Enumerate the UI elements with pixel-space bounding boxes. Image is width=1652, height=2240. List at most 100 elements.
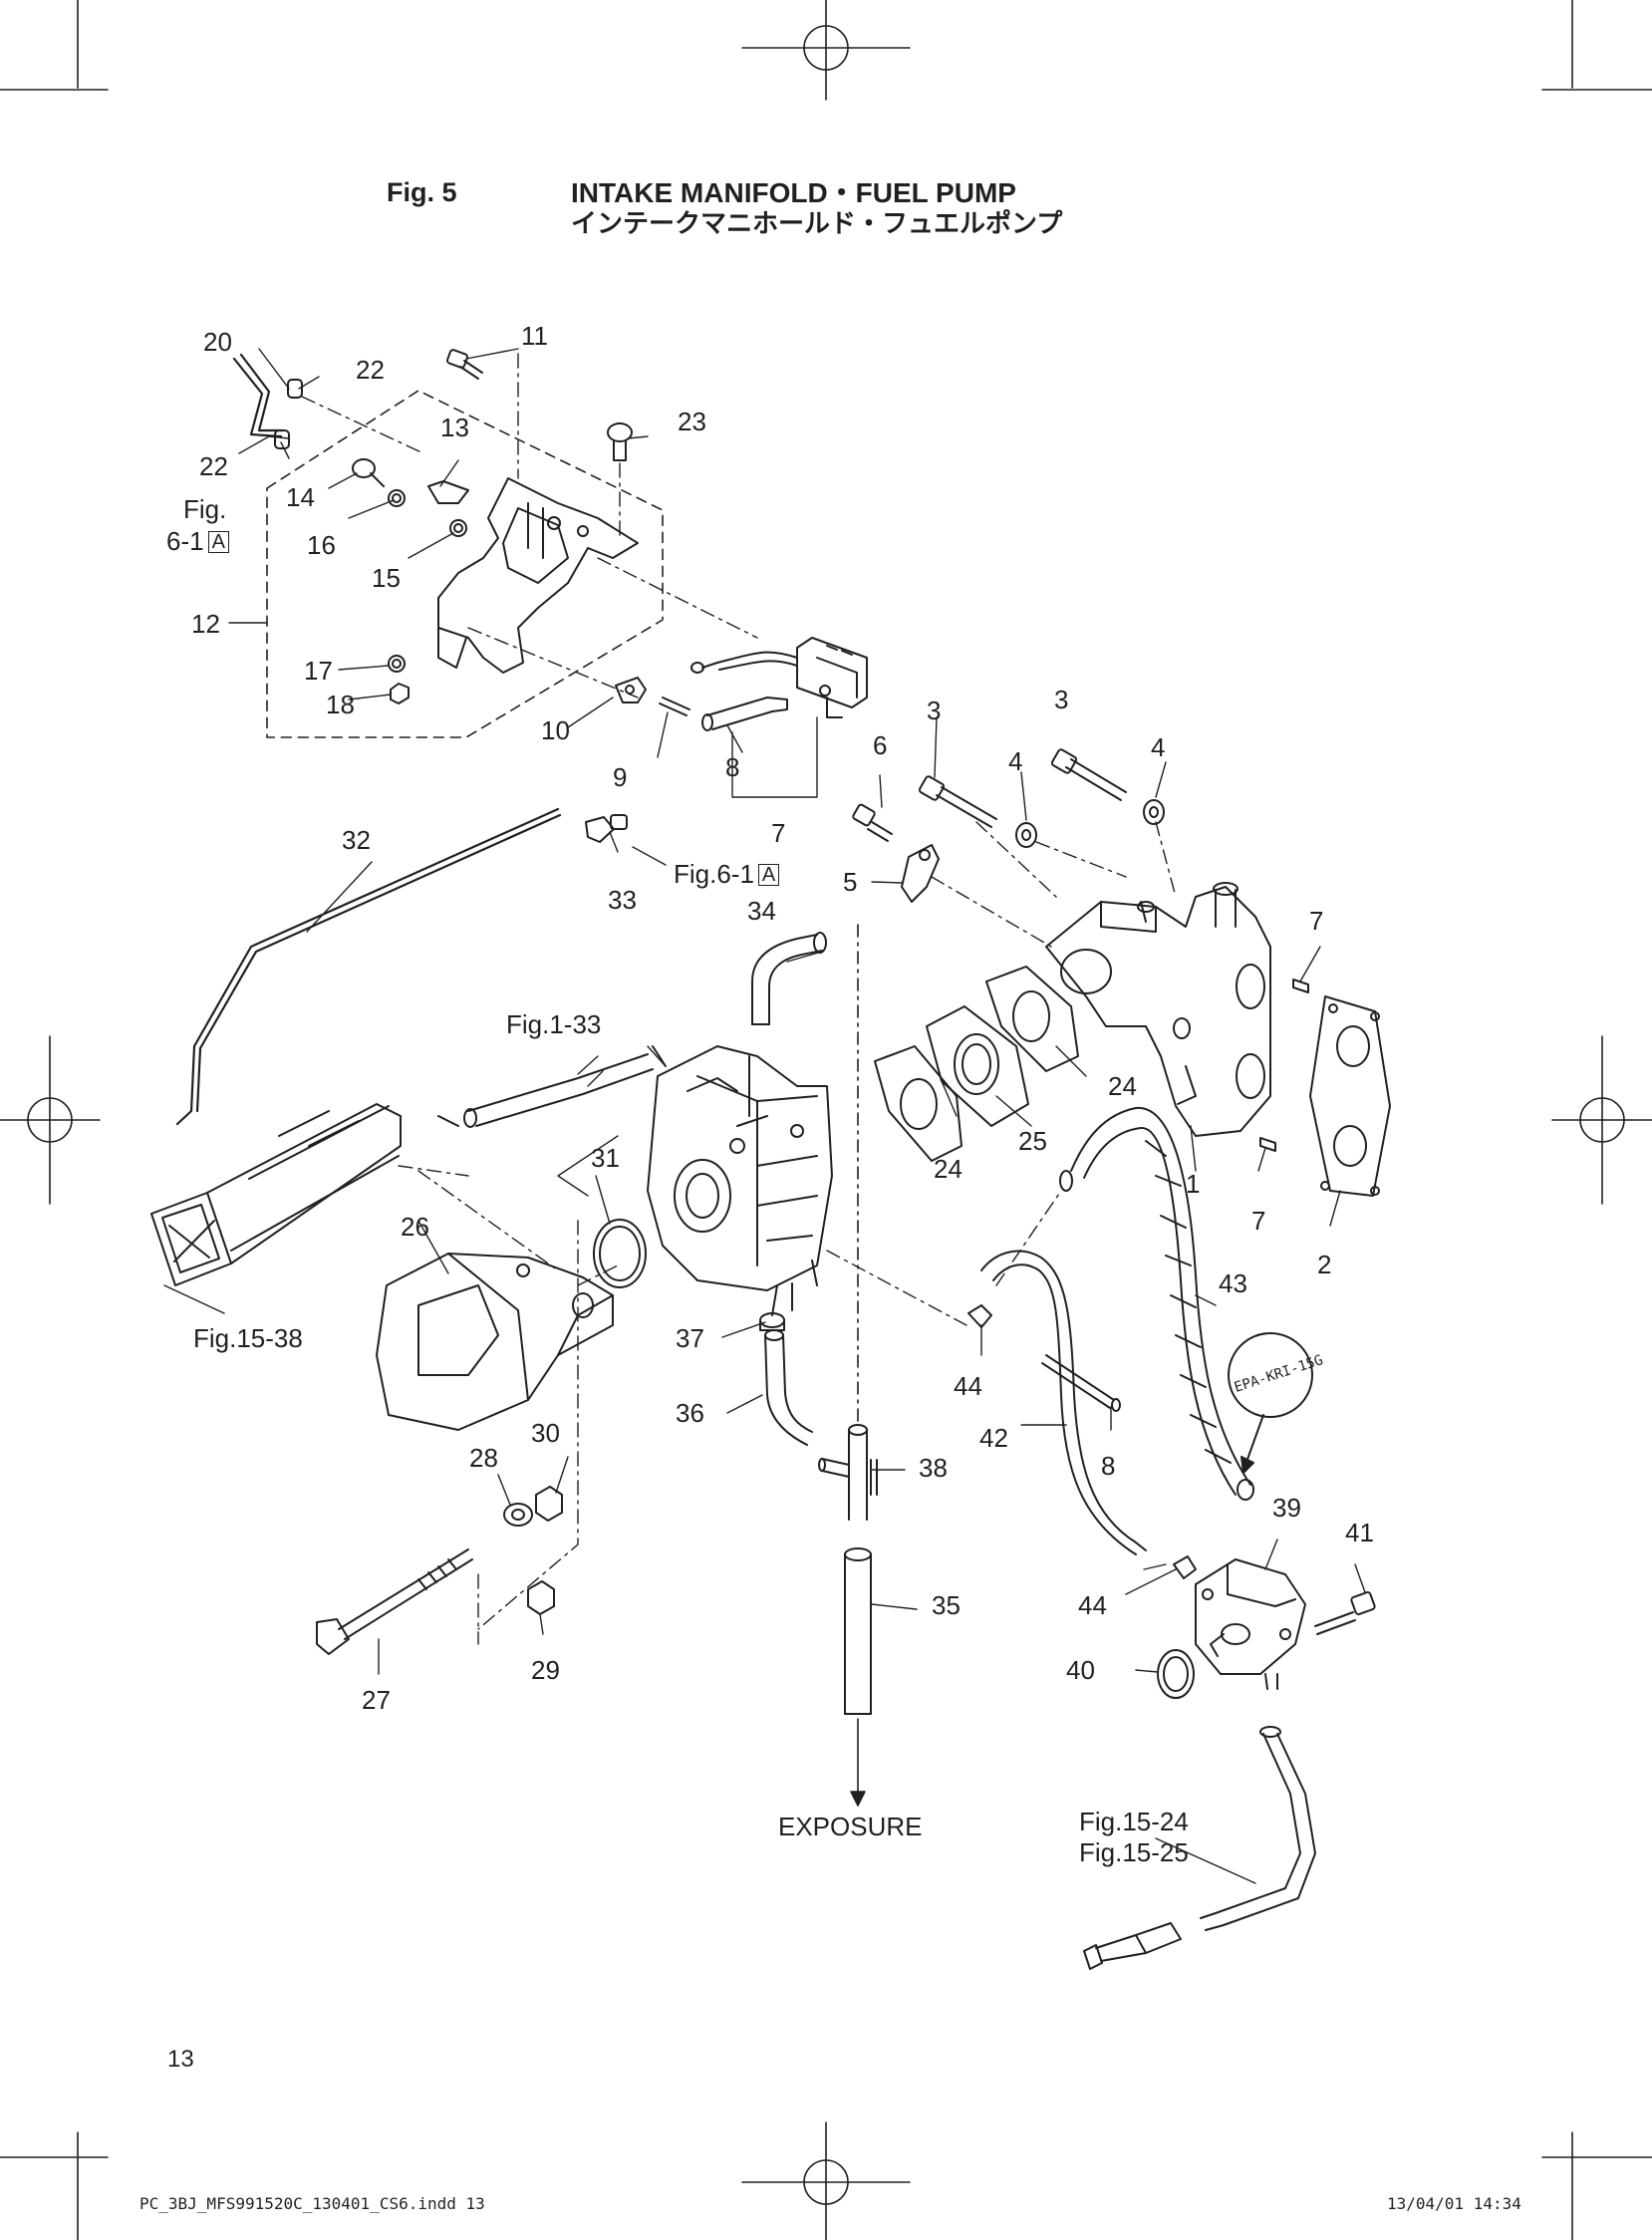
part-6-bolt bbox=[852, 803, 893, 842]
callout-44-top: 44 bbox=[954, 1371, 982, 1401]
part-5-clamp bbox=[901, 844, 940, 903]
callout-18: 16 bbox=[307, 530, 336, 560]
alignment-lines bbox=[301, 353, 1177, 1645]
ref-box-a-right: A bbox=[757, 864, 780, 886]
callout-38: 38 bbox=[919, 1453, 948, 1483]
callout-1: 1 bbox=[1186, 1169, 1201, 1199]
part-24-gasket-outer bbox=[874, 1045, 963, 1162]
callout-25: 25 bbox=[1018, 1126, 1047, 1156]
part-23-screw bbox=[607, 422, 633, 461]
callout-40: 40 bbox=[1066, 1655, 1095, 1685]
callout-33: 33 bbox=[608, 885, 637, 915]
part-34-elbow bbox=[751, 932, 827, 1025]
callout-35: 35 bbox=[932, 1590, 961, 1620]
ref-fig6-1-right-label: Fig.6-1 bbox=[674, 859, 754, 889]
part-8-band bbox=[1041, 1354, 1121, 1412]
callout-36: 36 bbox=[676, 1398, 704, 1428]
part-11-bolt bbox=[445, 349, 483, 380]
callout-24-right: 24 bbox=[1108, 1071, 1137, 1101]
callout-22-top: 22 bbox=[356, 355, 385, 385]
callout-3-right: 3 bbox=[1054, 685, 1069, 714]
part-25-spacer bbox=[926, 1005, 1029, 1127]
callout-12: 9 bbox=[613, 762, 628, 792]
part-43-braided-hose bbox=[1059, 1106, 1254, 1501]
part-9-solenoid bbox=[690, 637, 868, 718]
registration-mark-left bbox=[0, 1035, 101, 1205]
part-3-bolts bbox=[918, 748, 1127, 828]
leader-lines bbox=[163, 348, 1366, 1884]
callout-30: 30 bbox=[531, 1418, 560, 1448]
figure-title-japanese: インテークマニホールド・フュエルポンプ bbox=[571, 209, 1063, 239]
part-39-fuel-pump bbox=[1195, 1558, 1306, 1690]
part-24-gasket-inner bbox=[985, 966, 1079, 1072]
part-36-hose bbox=[764, 1329, 813, 1446]
callout-39: 39 bbox=[1272, 1493, 1301, 1523]
callout-2: 2 bbox=[1317, 1250, 1332, 1279]
callout-4-left: 4 bbox=[1008, 746, 1023, 776]
page-number: 13 bbox=[167, 2046, 194, 2073]
registration-mark-top bbox=[741, 0, 911, 101]
callout-5: 5 bbox=[843, 867, 858, 897]
part-14-bracket bbox=[437, 477, 639, 674]
ref-fig1-33: Fig.1-33 bbox=[506, 1009, 602, 1039]
ref-fig15-24: Fig.15-24 bbox=[1079, 1807, 1189, 1836]
part-21-pipe bbox=[232, 353, 285, 438]
small-hardware bbox=[352, 458, 469, 704]
part-22-clip bbox=[274, 379, 303, 449]
part-30-collar bbox=[535, 1486, 563, 1522]
part-32-rod bbox=[175, 807, 562, 1126]
ref-exposure: EXPOSURE bbox=[778, 1812, 923, 1841]
callout-41: 41 bbox=[1345, 1518, 1374, 1547]
callout-26: 26 bbox=[401, 1212, 429, 1242]
part-28-washer bbox=[503, 1503, 533, 1527]
callout-20: 18 bbox=[326, 690, 355, 719]
part-7-dowel bbox=[1259, 979, 1309, 1152]
callout-32: 32 bbox=[342, 825, 371, 855]
callout-44-bottom: 44 bbox=[1078, 1590, 1107, 1620]
callout-11: 11 bbox=[521, 321, 548, 351]
callout-4-right: 4 bbox=[1151, 732, 1166, 762]
part-44-clip bbox=[967, 1304, 1197, 1579]
callout-9: 7 bbox=[771, 818, 786, 848]
part-31-oring bbox=[593, 1219, 647, 1288]
registration-mark-right bbox=[1551, 1035, 1652, 1205]
callout-17: 15 bbox=[372, 563, 401, 593]
callout-34: 34 bbox=[747, 896, 776, 926]
figure-number: Fig. 5 bbox=[387, 177, 457, 207]
callout-19: 17 bbox=[304, 656, 333, 686]
part-1-manifold bbox=[1045, 882, 1271, 1137]
callout-13: 10 bbox=[541, 715, 570, 745]
callout-37: 37 bbox=[676, 1323, 704, 1353]
ref-box-a-left: A bbox=[207, 531, 229, 553]
callout-21: 20 bbox=[203, 327, 232, 357]
part-handle-fig15-38 bbox=[150, 1103, 402, 1286]
part-12-pin bbox=[659, 697, 690, 716]
callout-29: 29 bbox=[531, 1655, 560, 1685]
part-35-hose bbox=[844, 1547, 872, 1715]
fuel-line-fig15 bbox=[1083, 1726, 1316, 1970]
callout-22-bottom: 22 bbox=[199, 451, 228, 481]
callout-23: 23 bbox=[678, 407, 706, 436]
part-10-plunger bbox=[701, 697, 788, 731]
part-38-tee bbox=[818, 1424, 878, 1521]
callout-27: 27 bbox=[362, 1685, 391, 1715]
footer-timestamp: 13/04/01 14:34 bbox=[1387, 2194, 1521, 2213]
part-29-collar bbox=[527, 1580, 555, 1615]
ref-fig15-25: Fig.15-25 bbox=[1079, 1837, 1189, 1867]
callout-31: 31 bbox=[591, 1143, 620, 1173]
part-33-clip bbox=[585, 814, 628, 843]
exposure-arrow bbox=[850, 924, 866, 1807]
figure-title: INTAKE MANIFOLD・FUEL PUMP bbox=[571, 177, 1016, 208]
callout-42: 42 bbox=[979, 1423, 1008, 1453]
part-40-oring bbox=[1157, 1649, 1195, 1699]
callout-14: 12 bbox=[191, 609, 220, 639]
ref-fig6-1-left-line2: 6-1 bbox=[166, 526, 204, 556]
ref-fig6-1-left-line1: Fig. bbox=[183, 494, 227, 524]
callout-8: 8 bbox=[1101, 1451, 1116, 1481]
callout-15: 13 bbox=[440, 413, 469, 442]
callout-24-left: 24 bbox=[934, 1154, 963, 1184]
